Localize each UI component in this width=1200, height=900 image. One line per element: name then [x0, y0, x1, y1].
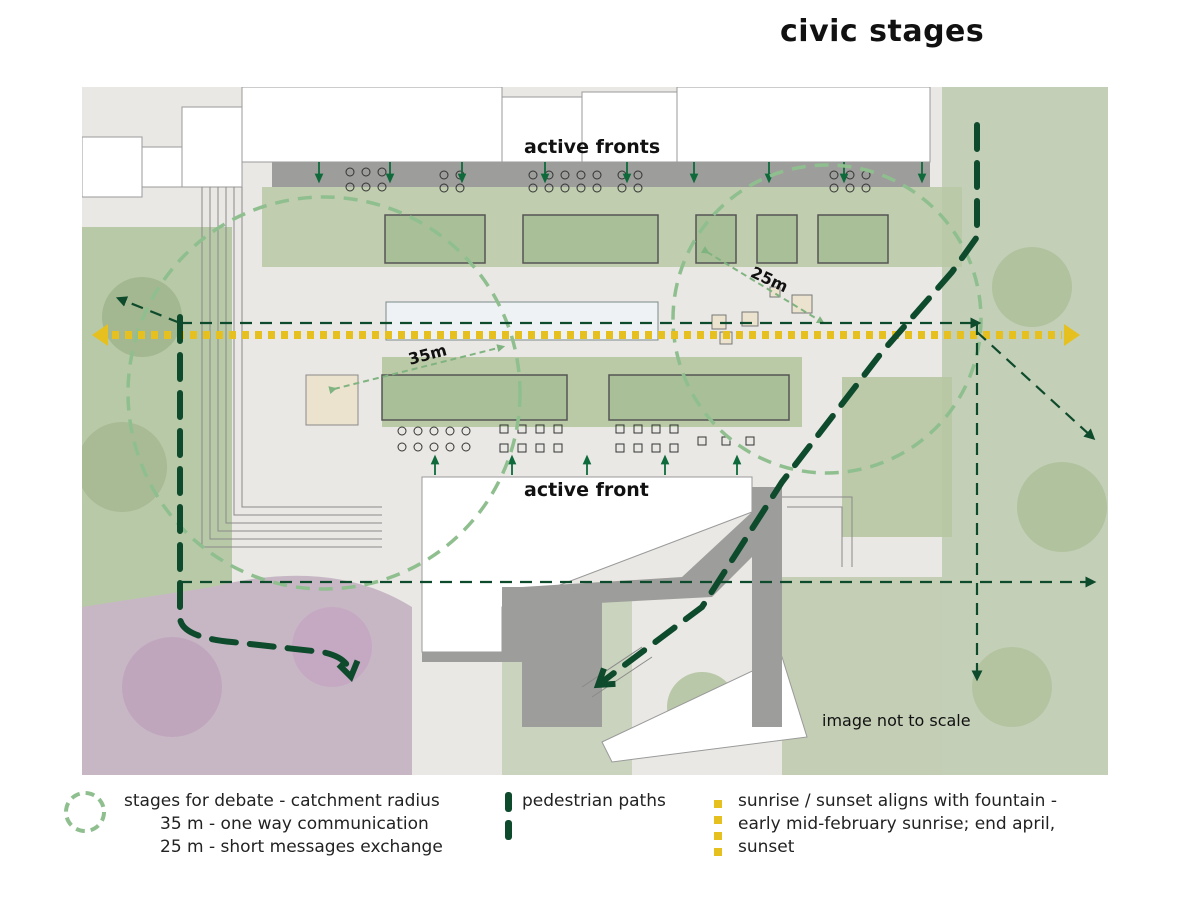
site-plan-drawing: [82, 87, 1108, 775]
legend-sun-line3: sunset: [738, 837, 795, 857]
sun-axis: [92, 324, 1080, 346]
page-title: civic stages: [780, 14, 985, 49]
legend-catchment-25: 25 m - short messages exchange: [160, 837, 443, 857]
legend-catchment-35: 35 m - one way communication: [160, 814, 429, 834]
legend-paths: pedestrian paths: [522, 790, 666, 813]
label-active-front: active front: [524, 479, 649, 501]
dashed-circle-icon: [64, 791, 106, 833]
yellow-dot-icon: [714, 800, 722, 856]
legend-sun: sunrise / sunset aligns with fountain - …: [738, 790, 1057, 859]
label-active-fronts: active fronts: [524, 136, 661, 158]
legend-catchment: stages for debate - catchment radius 35 …: [124, 790, 443, 859]
active-front-arrows: [314, 162, 927, 475]
scale-note: image not to scale: [822, 711, 971, 730]
legend-catchment-title: stages for debate - catchment radius: [124, 791, 440, 811]
site-plan: active fronts active front 35m 25m image…: [82, 87, 1108, 775]
radius-arrows: [328, 246, 825, 395]
thin-paths: [115, 296, 1097, 682]
stage-platform: [305, 374, 359, 426]
main-paths: [177, 122, 980, 682]
dash-line-icon: [505, 792, 512, 840]
legend-paths-label: pedestrian paths: [522, 791, 666, 811]
catchment-35m: [126, 195, 522, 591]
legend-sun-line2: early mid-february sunrise; end april,: [738, 814, 1056, 834]
legend-sun-line1: sunrise / sunset aligns with fountain -: [738, 791, 1057, 811]
